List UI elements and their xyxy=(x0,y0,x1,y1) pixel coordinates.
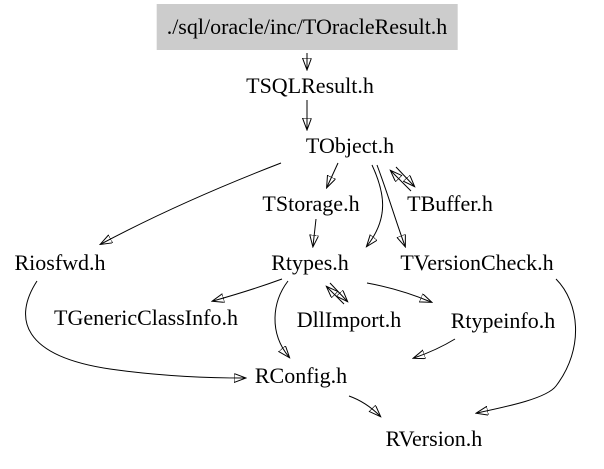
edge-rtypes-to-rtypeinfo xyxy=(366,282,431,302)
node-tobject[interactable]: TObject.h xyxy=(305,133,395,158)
node-rconfig[interactable]: RConfig.h xyxy=(254,363,348,388)
node-rversion[interactable]: RVersion.h xyxy=(385,426,483,451)
edge-riosfwd-to-rconfig xyxy=(25,280,245,378)
node-tbuffer[interactable]: TBuffer.h xyxy=(407,191,493,216)
edge-tstorage-to-rtypes xyxy=(313,218,316,246)
edge-tobject-to-rtypes xyxy=(367,164,384,246)
edge-rtypes-to-rconfig xyxy=(274,280,289,357)
node-tgenericclassinfo[interactable]: TGenericClassInfo.h xyxy=(54,305,238,330)
node-toracleresult: ./sql/oracle/inc/TOracleResult.h xyxy=(156,4,458,50)
node-riosfwd[interactable]: Riosfwd.h xyxy=(14,250,106,275)
edge-tobject-to-tstorage xyxy=(327,162,339,187)
edge-tobject-to-tversioncheck xyxy=(376,164,405,246)
edge-tversioncheck-to-rversion xyxy=(477,278,576,413)
node-tversioncheck[interactable]: TVersionCheck.h xyxy=(400,250,554,275)
edge-tobject-to-riosfwd xyxy=(101,162,282,244)
node-rtypes[interactable]: Rtypes.h xyxy=(271,250,349,275)
node-rtypeinfo[interactable]: Rtypeinfo.h xyxy=(450,308,556,333)
node-dllimport[interactable]: DllImport.h xyxy=(296,307,402,332)
node-tstorage[interactable]: TStorage.h xyxy=(262,191,360,216)
edge-rtypes-to-tgenericclassinfo xyxy=(213,278,283,301)
edge-rtypeinfo-to-rconfig xyxy=(414,338,456,358)
edge-rconfig-to-rversion xyxy=(348,395,380,416)
edge-tbuffer-to-tobject xyxy=(391,171,412,192)
edge-tobject-to-tbuffer xyxy=(395,166,414,186)
node-tsqlresult[interactable]: TSQLResult.h xyxy=(246,73,374,98)
edge-rtypes-to-dllimport xyxy=(329,282,347,301)
